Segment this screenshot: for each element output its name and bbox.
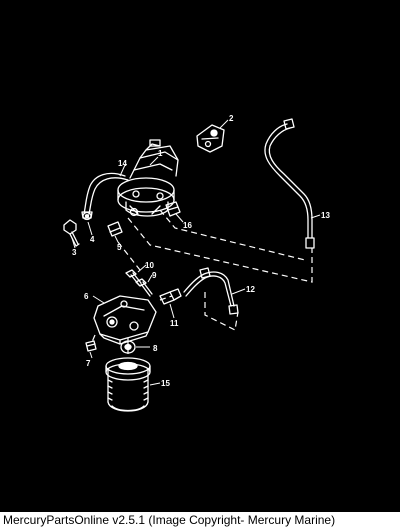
callout-12: 12 — [246, 285, 255, 294]
callout-3: 3 — [72, 248, 77, 257]
part-7-plug[interactable] — [85, 340, 97, 352]
part-9-bolt[interactable] — [135, 278, 153, 297]
part-10-stud[interactable] — [125, 269, 142, 286]
callout-9: 9 — [152, 271, 157, 280]
part-3-bolt[interactable] — [63, 219, 80, 247]
copyright-footer: MercuryPartsOnline v2.5.1 (Image Copyrig… — [0, 512, 400, 529]
part-2-bracket[interactable] — [196, 124, 225, 153]
callout-leaders — [71, 119, 321, 386]
part-5-fitting[interactable] — [107, 221, 123, 237]
callout-10: 10 — [145, 261, 154, 270]
part-12-fuel-line[interactable] — [183, 267, 239, 315]
callout-8: 8 — [153, 344, 158, 353]
callout-1: 1 — [158, 149, 163, 158]
callout-11: 11 — [170, 319, 179, 328]
part-15-fuel-filter[interactable] — [105, 357, 151, 412]
callout-5: 5 — [117, 243, 122, 252]
callout-2: 2 — [229, 114, 234, 123]
assembly-dashed-lines — [91, 209, 313, 358]
callout-labels: 1 2 3 4 5 6 7 8 9 10 11 12 13 14 15 16 — [72, 114, 330, 388]
callout-7: 7 — [86, 359, 91, 368]
callout-15: 15 — [161, 379, 170, 388]
callout-6: 6 — [84, 292, 89, 301]
callout-4: 4 — [90, 235, 95, 244]
part-8-washer[interactable] — [120, 340, 136, 354]
exploded-parts-diagram: 1 2 3 4 5 6 7 8 9 10 11 12 13 14 15 16 — [63, 114, 330, 412]
part-4-washer[interactable] — [82, 211, 92, 221]
callout-13: 13 — [321, 211, 330, 220]
part-6-filter-head[interactable] — [93, 295, 157, 345]
callout-14: 14 — [118, 159, 127, 168]
callout-16: 16 — [183, 221, 192, 230]
part-11-fitting[interactable] — [159, 288, 182, 305]
part-13-fuel-line[interactable] — [264, 118, 315, 249]
footer-caption: MercuryPartsOnline v2.5.1 (Image Copyrig… — [3, 513, 336, 527]
part-1-fuel-pump[interactable] — [117, 139, 179, 217]
part-16-fitting[interactable] — [165, 201, 181, 217]
